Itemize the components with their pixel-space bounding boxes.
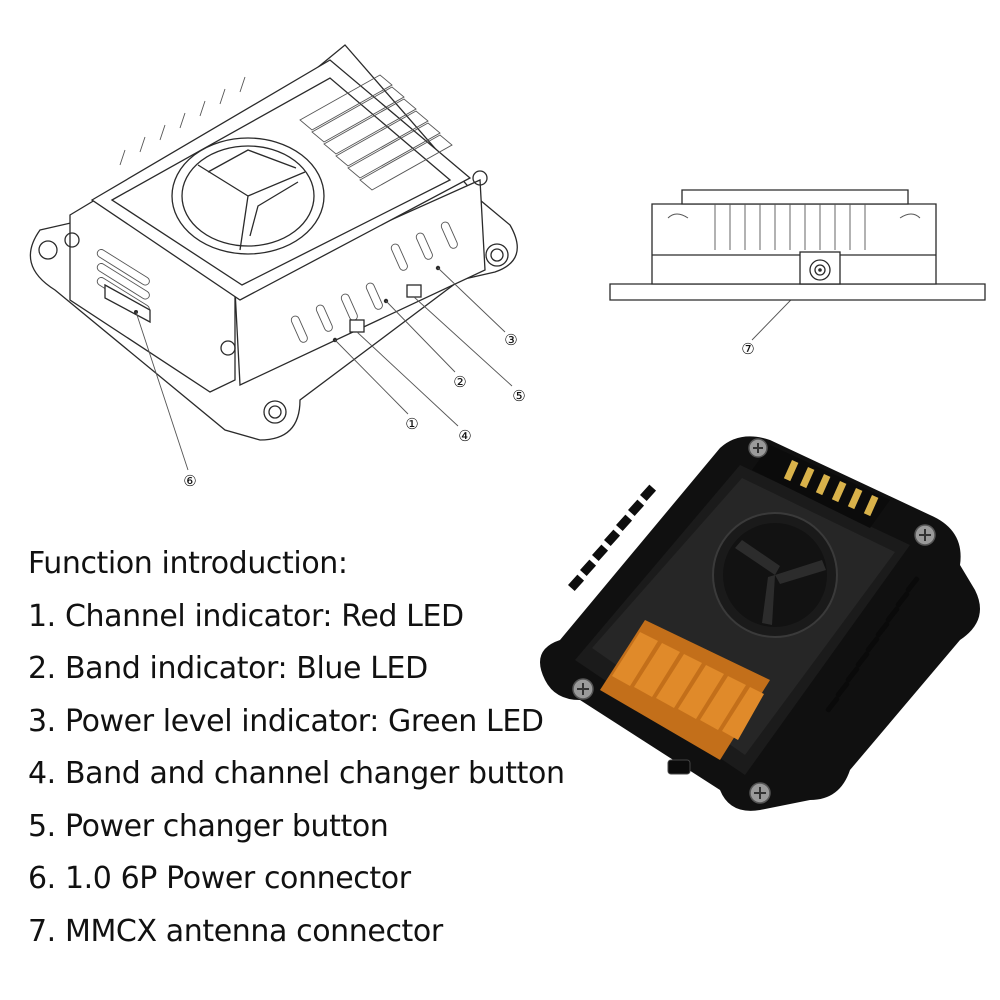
render-copper-heatsink — [600, 620, 770, 760]
top-fins — [299, 74, 453, 191]
render-top-connector — [752, 445, 890, 528]
callout-3: ③ — [504, 331, 517, 349]
render-right-vents — [825, 576, 920, 713]
rear-fins — [119, 76, 246, 166]
render-screws — [572, 438, 936, 804]
callout-4: ④ — [458, 427, 471, 445]
legend-item-2: 2. Band indicator: Blue LED — [28, 651, 428, 686]
band-channel-button-drawing — [349, 319, 365, 333]
callout-2: ② — [453, 373, 466, 391]
callout-5: ⑤ — [512, 387, 525, 405]
callout-7: ⑦ — [741, 340, 754, 358]
power-button-drawing — [406, 284, 422, 298]
side-view-drawing — [609, 189, 986, 301]
isometric-line-drawing — [29, 44, 518, 441]
legend-item-3: 3. Power level indicator: Green LED — [28, 703, 544, 739]
callout-1: ① — [405, 415, 418, 433]
front-vents — [96, 221, 458, 343]
render-left-fins — [568, 484, 657, 592]
callout-6: ⑥ — [183, 472, 196, 490]
side-view-fins — [714, 204, 866, 250]
legend-heading: Function introduction: — [28, 546, 348, 581]
legend-item-4: 4. Band and channel changer button — [28, 756, 565, 791]
render-mmcx-port — [667, 759, 691, 775]
product-render — [540, 436, 980, 811]
power-connector-drawing — [104, 283, 151, 324]
legend-item-7: 7. MMCX antenna connector — [28, 913, 443, 949]
mmcx-connector-drawing — [799, 251, 841, 285]
legend-item-5: 5. Power changer button — [28, 808, 389, 844]
legend-item-1: 1. Channel indicator: Red LED — [28, 598, 464, 634]
legend-item-6: 6. 1.0 6P Power connector — [28, 861, 411, 896]
function-legend: Function introduction: 1. Channel indica… — [28, 538, 588, 958]
